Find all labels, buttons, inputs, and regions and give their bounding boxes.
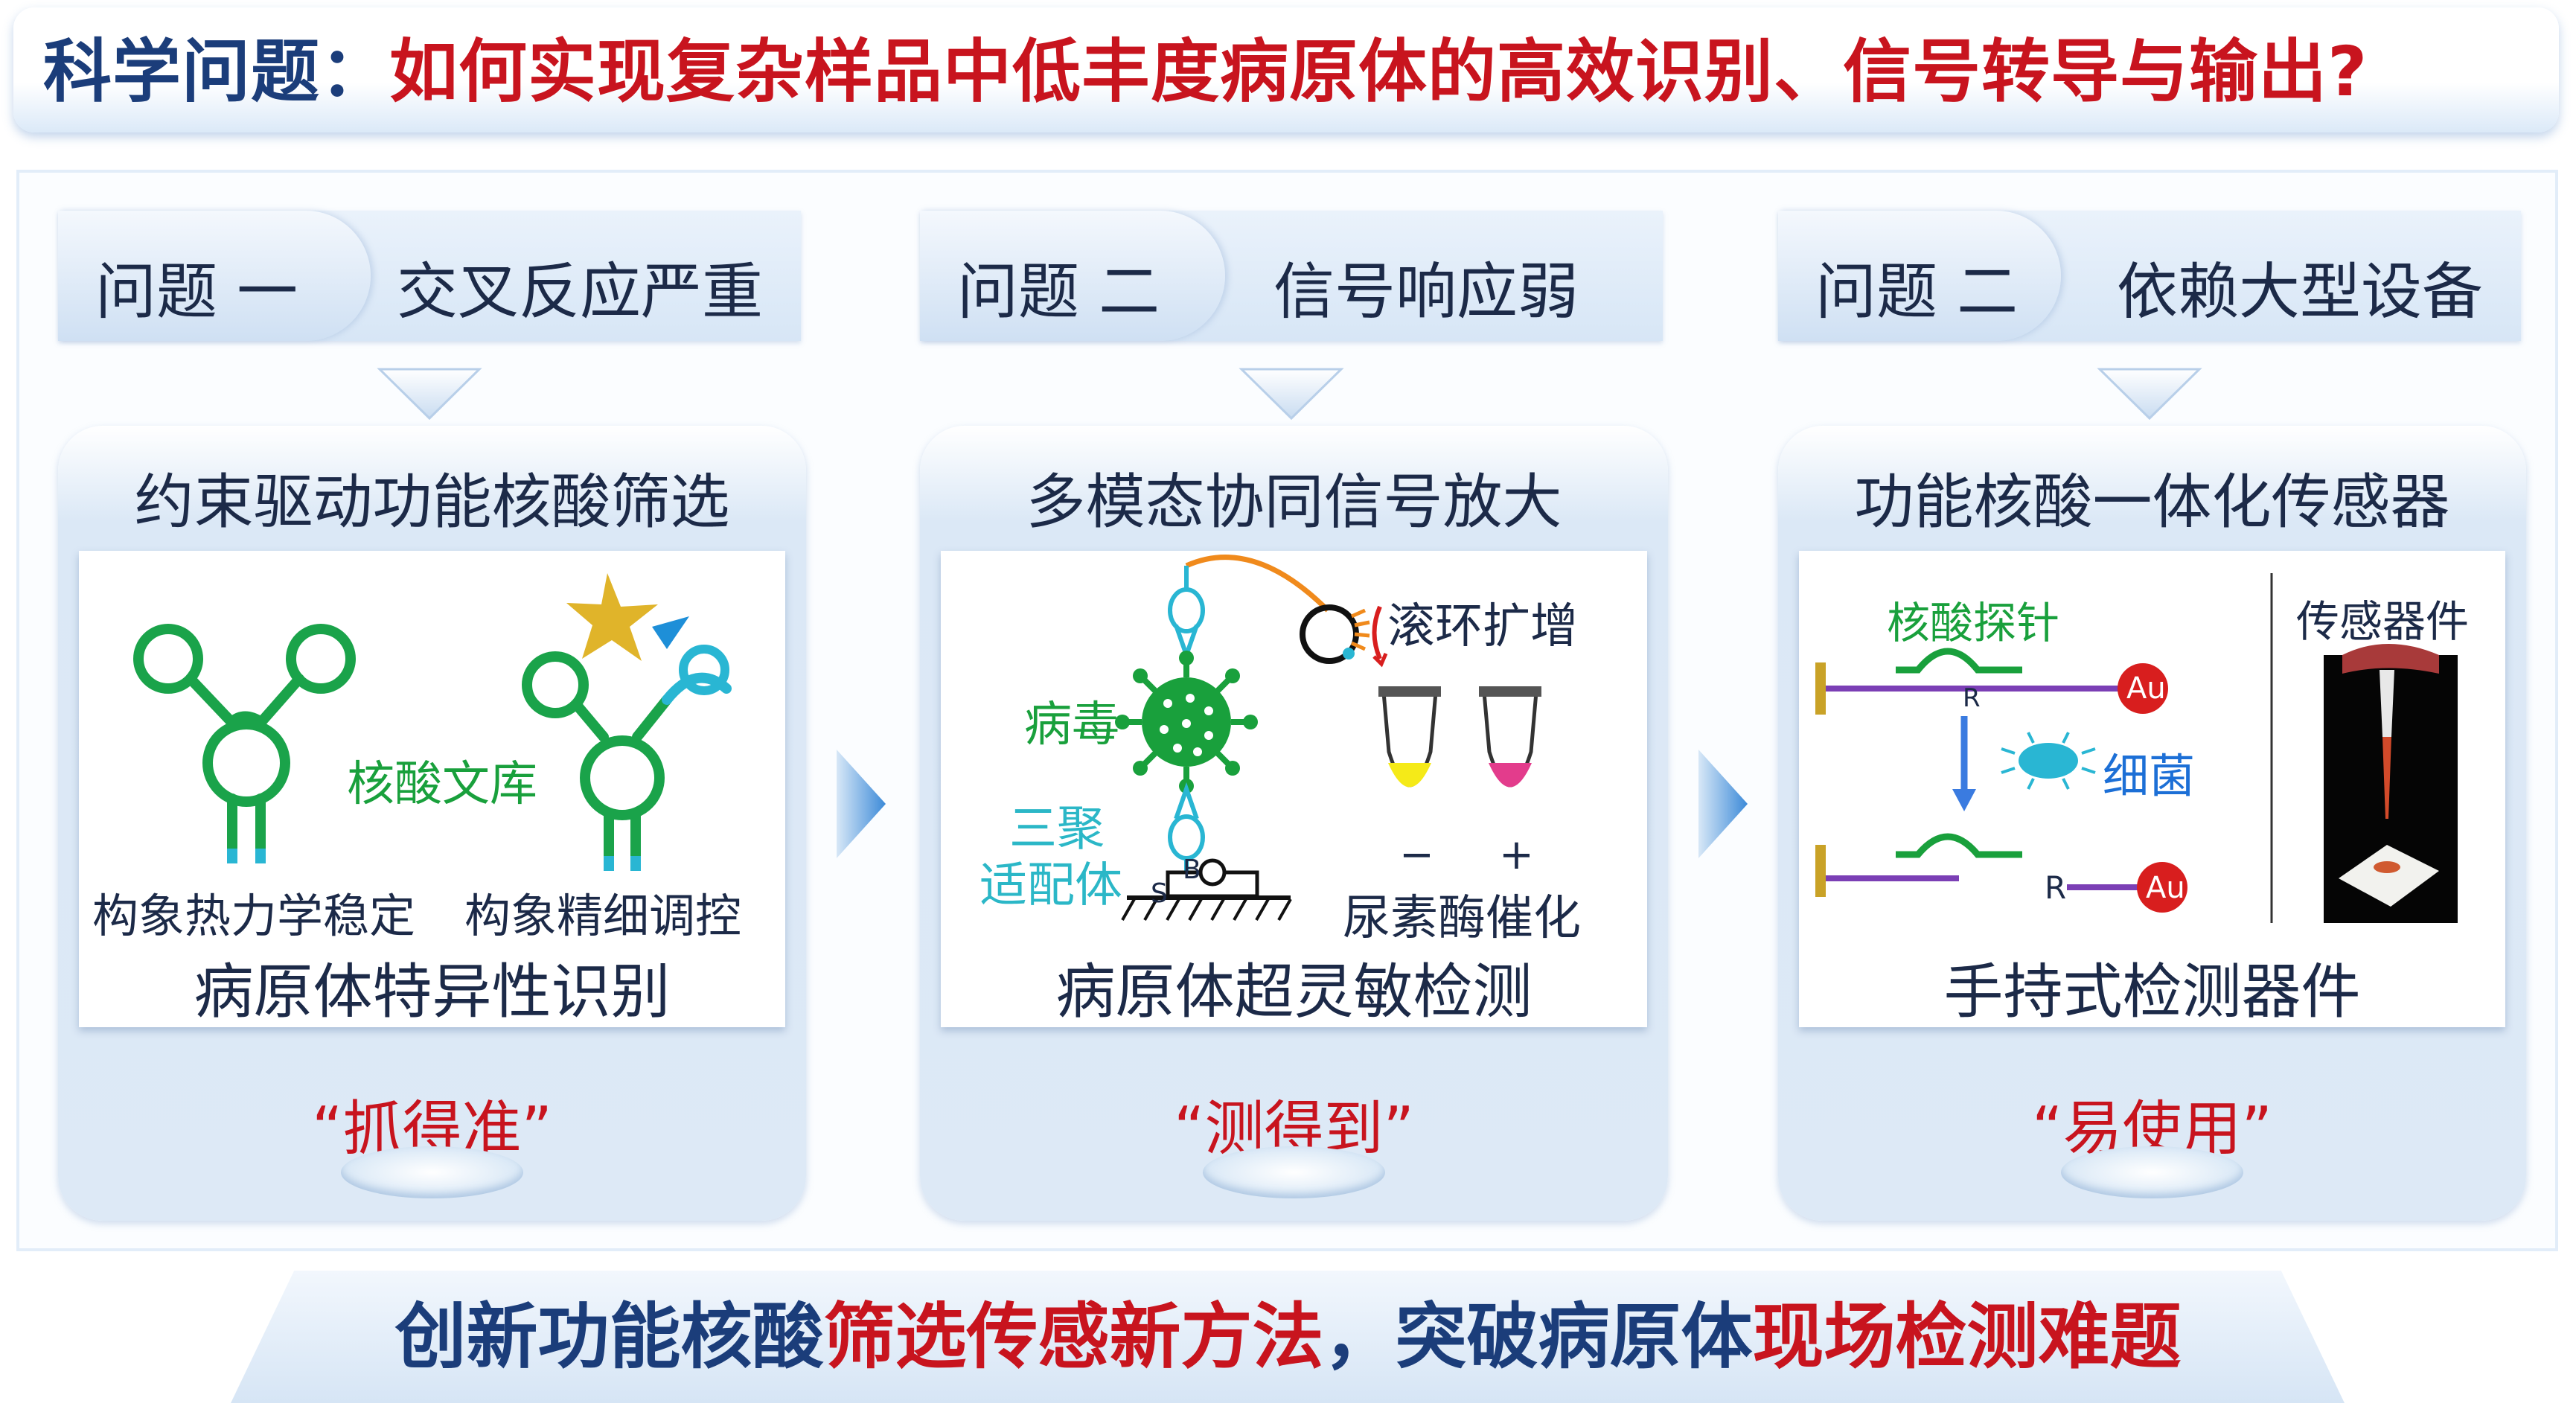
label-r2: R [2045, 869, 2067, 906]
right-arrow-icon [837, 750, 886, 858]
down-arrow-icon [377, 368, 482, 421]
solution-title: 功能核酸一体化传感器 [1854, 467, 2450, 537]
minus-label: − [1399, 831, 1434, 879]
problem-header-2: 问题 二 信号响应弱 [920, 211, 1663, 341]
problem-label: 问题 二 [1815, 257, 2019, 328]
aptamer-label-line1: 三聚 [1009, 802, 1105, 857]
problem-label: 问题 一 [95, 257, 298, 328]
summary-part-3: ，突破病原体 [1323, 1295, 1753, 1379]
solution-caption: 病原体超灵敏检测 [1055, 957, 1533, 1026]
down-arrow-icon [1239, 368, 1344, 421]
pedestal [2061, 1146, 2243, 1198]
problem-pill [58, 211, 371, 341]
solution-caption: 手持式检测器件 [1943, 957, 2361, 1026]
title-banner [13, 7, 2559, 132]
library-label: 核酸文库 [347, 757, 537, 812]
au-label-2: Au [2146, 871, 2185, 905]
urease-label: 尿素酶催化 [1343, 891, 1581, 946]
problem-pill [920, 211, 1225, 341]
label-s: S [1151, 878, 1168, 909]
problem-header-1: 问题 一 交叉反应严重 [58, 211, 801, 341]
problem-pill [1778, 211, 2061, 341]
aptamer-label-line2: 适配体 [979, 858, 1122, 913]
pedestal [341, 1146, 523, 1198]
pedestal [1203, 1146, 1385, 1198]
summary-part-4: 现场检测难题 [1752, 1295, 2182, 1379]
page-title: 科学问题：如何实现复杂样品中低丰度病原体的高效识别、信号转导与输出? [43, 31, 2368, 113]
signal-amplification-diagram [1115, 555, 1541, 921]
stable-label: 构象热力学稳定 [92, 889, 416, 943]
device-label: 传感器件 [2296, 596, 2470, 647]
title-prefix: 科学问题： [43, 32, 390, 112]
solution-panel: 核酸探针 R Au 细菌 R Au 传感器件 手持式检测器件 [1799, 551, 2505, 1027]
au-label-1: Au [2126, 671, 2166, 706]
problem-title: 交叉反应严重 [397, 257, 764, 328]
problem-title: 信号响应弱 [1273, 257, 1579, 328]
aptamer-structure-diagram [133, 573, 732, 871]
solution-panel: 核酸文库 构象热力学稳定 构象精细调控 病原体特异性识别 [79, 551, 785, 1027]
label-r1: R [1963, 683, 1981, 713]
bacteria-label: 细菌 [2103, 749, 2196, 803]
solution-card-1: 约束驱动功能核酸筛选 [58, 426, 806, 1221]
plus-label: + [1499, 831, 1534, 879]
summary-text: 创新功能核酸筛选传感新方法，突破病原体现场检测难题 [0, 1292, 2576, 1382]
summary-banner [231, 1271, 2345, 1403]
problem-label: 问题 二 [957, 257, 1160, 328]
rca-label: 滚环扩增 [1387, 599, 1578, 654]
summary-part-1: 创新功能核酸 [394, 1295, 824, 1379]
problem-title: 依赖大型设备 [2117, 257, 2484, 328]
down-arrow-icon [2097, 368, 2202, 421]
title-question: 如何实现复杂样品中低丰度病原体的高效识别、信号转导与输出? [389, 32, 2368, 112]
control-label: 构象精细调控 [464, 889, 742, 943]
summary-part-2: 筛选传感新方法 [823, 1295, 1324, 1379]
probe-label: 核酸探针 [1887, 598, 2060, 648]
label-b: B [1183, 855, 1201, 885]
solution-card-2: 多模态协同信号放大 [920, 426, 1668, 1221]
solution-panel: 滚环扩增 病毒 三聚 适配体 B S − + 尿素酶催化 病原体超灵敏检测 [941, 551, 1647, 1027]
solution-card-3: 功能核酸一体化传感器 [1778, 426, 2526, 1221]
solution-caption: 病原体特异性识别 [194, 957, 671, 1026]
sensor-diagram [1815, 573, 2458, 923]
solution-title: 约束驱动功能核酸筛选 [134, 467, 730, 537]
right-arrow-icon [1698, 750, 1748, 858]
solution-title: 多模态协同信号放大 [1026, 467, 1562, 537]
virus-label: 病毒 [1024, 697, 1119, 753]
problem-header-3: 问题 二 依赖大型设备 [1778, 211, 2521, 341]
